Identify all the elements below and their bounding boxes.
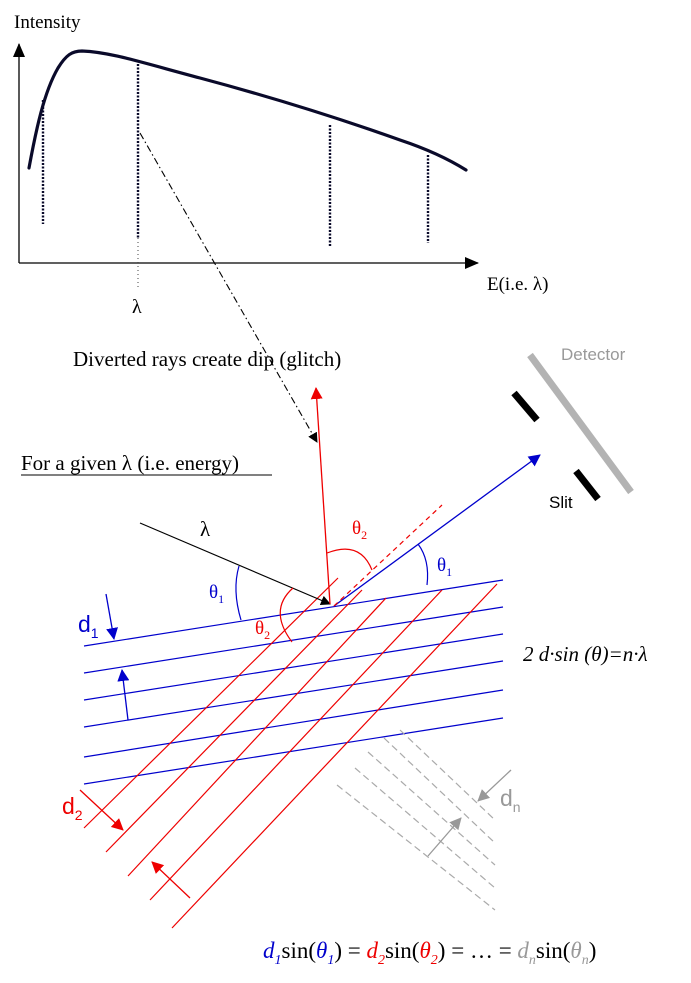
theta1-label-left: θ1 xyxy=(209,582,224,606)
d2-arrow-return xyxy=(151,861,191,899)
theta1-label-right: θ1 xyxy=(437,555,452,579)
glitch-note: Diverted rays create dip (glitch) xyxy=(73,347,341,371)
slit-upper-jaw xyxy=(511,390,540,423)
red-lattice-planes xyxy=(83,577,498,929)
red-plane xyxy=(127,597,387,877)
blue-plane xyxy=(83,717,504,785)
blue-lattice-planes xyxy=(83,579,504,785)
theta1-arc-left xyxy=(235,565,242,621)
lambda-marker: λ xyxy=(132,296,142,318)
dn-label: dn xyxy=(500,785,521,815)
dn-arrow xyxy=(477,769,512,802)
blue-plane xyxy=(83,606,504,674)
x-axis-label: E(i.e. λ) xyxy=(487,274,548,295)
red-plane xyxy=(149,589,443,901)
blue-plane xyxy=(83,579,504,647)
bragg-equation: 2 d·sin (θ)=n·λ xyxy=(523,642,648,666)
d1-arrow-return xyxy=(117,669,130,721)
red-plane xyxy=(171,583,498,929)
equivalence-equation: d1sin(θ1) = d2sin(θ2) = … = dnsin(θn) xyxy=(263,938,596,968)
gray-plane xyxy=(367,751,496,866)
y-axis-label: Intensity xyxy=(14,12,81,33)
absorption-dips xyxy=(41,64,430,246)
red-reference-dashed xyxy=(333,504,443,607)
theta2-arc-upper xyxy=(326,548,373,571)
gray-plane xyxy=(399,729,496,821)
incident-lambda-label: λ xyxy=(200,517,211,541)
blue-plane xyxy=(83,689,504,758)
blue-plane xyxy=(83,660,504,728)
gray-plane xyxy=(383,737,496,844)
d1-label: d1 xyxy=(78,611,99,641)
slit-lower-jaw xyxy=(573,468,601,502)
gray-plane xyxy=(336,784,496,911)
theta1-arc-right xyxy=(417,543,429,586)
slit-label: Slit xyxy=(549,493,573,512)
gray-plane xyxy=(354,767,496,889)
theta2-arc-lower xyxy=(279,587,294,643)
incident-ray xyxy=(139,522,331,606)
dn-arrow-return xyxy=(427,817,462,857)
intensity-curve xyxy=(27,49,468,172)
theta2-label-upper: θ2 xyxy=(352,518,367,542)
spectrum-plot: Intensity E(i.e. λ) λ xyxy=(13,12,548,318)
red-plane xyxy=(83,577,339,829)
detector-bar xyxy=(527,352,634,495)
theta2-label-lower: θ2 xyxy=(255,618,270,642)
d2-label: d2 xyxy=(62,793,83,823)
diffraction-heading: For a given λ (i.e. energy) xyxy=(21,451,239,475)
blue-plane xyxy=(83,633,504,701)
red-plane xyxy=(105,589,363,853)
d1-arrow xyxy=(105,593,118,640)
red-diffracted-ray xyxy=(310,387,331,605)
detector-label: Detector xyxy=(561,345,626,364)
glitch-connector xyxy=(139,132,318,443)
d2-arrow xyxy=(79,789,124,831)
gray-lattice-planes xyxy=(336,729,496,911)
blue-diffracted-ray xyxy=(333,454,541,607)
